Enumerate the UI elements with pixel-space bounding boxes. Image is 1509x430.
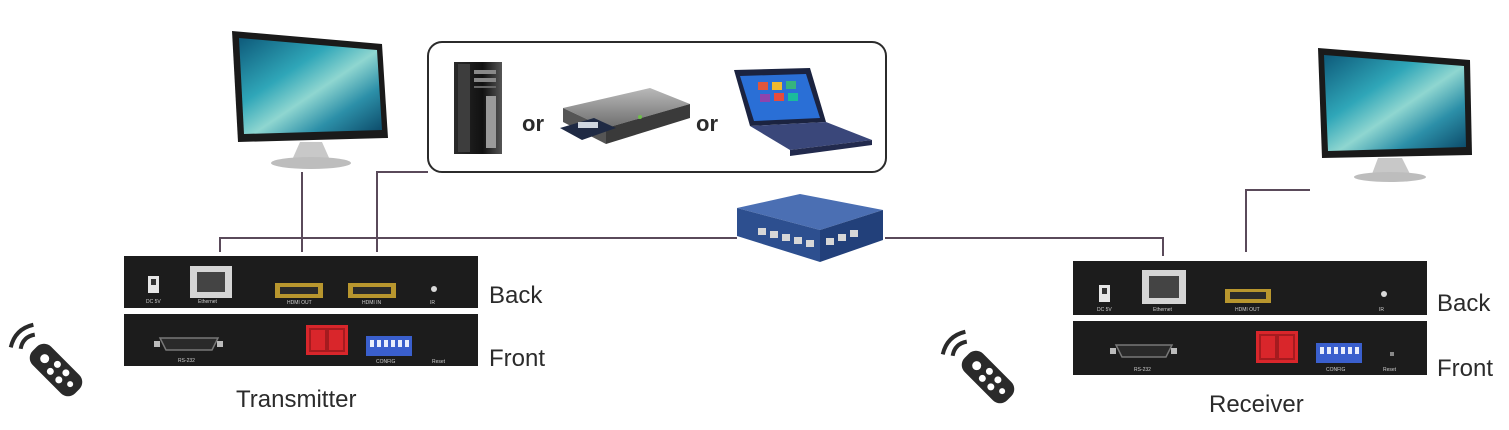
network-switch-icon: [737, 194, 883, 262]
tx-ethernet-label: Ethernet: [198, 299, 218, 305]
tx-hdmi-out-label: HDMI OUT: [287, 300, 312, 306]
transmitter-back-label: Back: [489, 282, 543, 309]
rx-hdmi-out-label: HDMI OUT: [1235, 307, 1260, 313]
tx-source-cable: [376, 171, 428, 252]
rx-ir-label: IR: [1379, 307, 1384, 313]
receiver-remote-icon: [940, 329, 1015, 404]
tx-reset-label: Reset: [432, 359, 446, 365]
tx-ir-port: [431, 286, 437, 292]
rx-config-label: CONFIG: [1326, 367, 1346, 373]
rx-network-cable: [885, 237, 1164, 256]
receiver-back-panel: DC 5V Ethernet HDMI OUT IR: [1073, 261, 1427, 315]
laptop-icon: [734, 68, 872, 156]
or-label-2: or: [696, 111, 718, 136]
tx-hdmi-in-label: HDMI IN: [362, 300, 382, 306]
tx-config-label: CONFIG: [376, 359, 396, 365]
rx-rs232-port: [1114, 344, 1174, 358]
transmitter-remote-icon: [8, 322, 83, 397]
rx-reset-label: Reset: [1383, 367, 1397, 373]
desktop-tower-icon: [454, 62, 502, 154]
rx-dc-label: DC 5V: [1097, 307, 1112, 313]
tx-rs232-label: RS-232: [178, 358, 195, 364]
transmitter-label: Transmitter: [236, 386, 356, 413]
receiver-back-label: Back: [1437, 290, 1491, 317]
media-player-icon: [560, 88, 690, 144]
receiver-label: Receiver: [1209, 391, 1304, 418]
source-options-box: or or: [427, 41, 887, 173]
rx-ir-port: [1381, 291, 1387, 297]
receiver-front-panel: RS-232 CONFIG Reset: [1073, 321, 1427, 375]
tx-dc-label: DC 5V: [146, 299, 161, 305]
tx-rs232-port: [158, 337, 220, 351]
receiver-monitor-icon: [1318, 48, 1472, 182]
transmitter-front-label: Front: [489, 345, 545, 372]
rx-ethernet-label: Ethernet: [1153, 307, 1173, 313]
rx-rs232-label: RS-232: [1134, 367, 1151, 373]
transmitter-front-panel: RS-232 CONFIG Reset: [124, 314, 478, 366]
tx-ir-label: IR: [430, 300, 435, 306]
transmitter-monitor-icon: [232, 31, 388, 169]
or-label-1: or: [522, 111, 544, 136]
connection-lines: [219, 171, 1310, 256]
receiver-front-label: Front: [1437, 355, 1493, 382]
rx-monitor-cable: [1245, 189, 1310, 252]
tx-network-cable: [219, 237, 737, 252]
transmitter-back-panel: DC 5V Ethernet HDMI OUT HDMI IN IR: [124, 256, 478, 308]
